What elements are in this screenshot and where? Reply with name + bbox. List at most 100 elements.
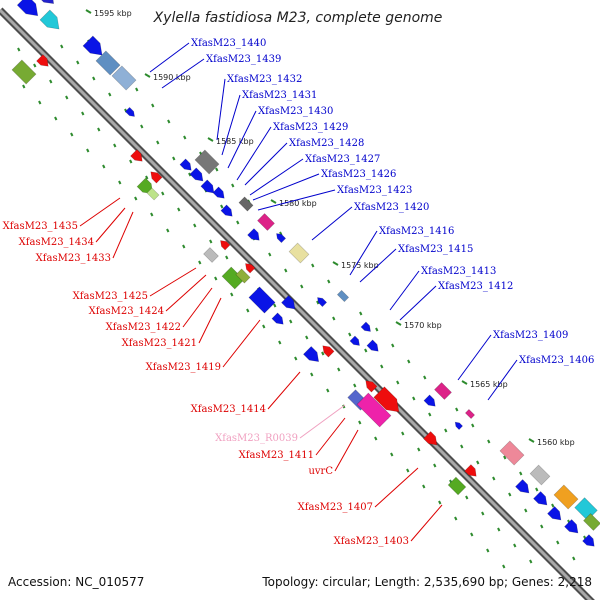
gene-arrow-shape: [281, 295, 296, 310]
gene-label: XfasM23_1423: [337, 185, 412, 196]
tick-mark: [337, 367, 341, 372]
tick-mark: [460, 444, 464, 449]
gene-label: XfasM23_1403: [334, 536, 409, 547]
gene-arrow-shape: [271, 312, 284, 325]
gene-arrow-shape: [288, 242, 310, 264]
tick-mark: [236, 220, 240, 225]
gene-label: XfasM23_1426: [321, 169, 396, 180]
tick-mark: [86, 148, 90, 153]
gene-arrow-shape: [16, 0, 39, 17]
gene-arrow: [373, 386, 400, 413]
tick-mark: [246, 308, 250, 313]
gene-arrow: [200, 179, 215, 194]
tick-mark: [508, 492, 512, 497]
leader-line: [457, 334, 492, 381]
tick-mark: [76, 60, 80, 65]
tick-mark: [129, 159, 133, 164]
gene-arrow: [366, 339, 379, 352]
tick-mark: [268, 252, 272, 257]
gene-arrow: [464, 464, 477, 477]
gene-label: XfasM23_1428: [289, 138, 364, 149]
gene-arrow: [515, 479, 530, 494]
leader-line: [299, 404, 346, 439]
tick-mark: [556, 540, 560, 545]
gene-arrow-shape: [124, 106, 135, 117]
gene-arrow: [124, 106, 135, 117]
gene-arrow: [36, 54, 49, 67]
scale-tick: [207, 137, 214, 142]
tick-mark: [182, 244, 186, 249]
tick-mark: [161, 191, 165, 196]
gene-arrow: [82, 35, 103, 56]
tick-mark: [225, 255, 229, 260]
tick-mark: [326, 388, 330, 393]
gene-arrow: [499, 440, 525, 466]
tick-mark: [358, 420, 362, 425]
gene-arrow-shape: [423, 394, 436, 407]
gene-arrow: [238, 196, 254, 212]
tick-mark: [108, 92, 112, 97]
tick-mark: [503, 455, 507, 460]
scale-tick: [528, 438, 535, 443]
tick-mark: [438, 500, 442, 505]
gene-arrow-shape: [276, 233, 287, 244]
gene-arrow: [130, 149, 143, 162]
tick-mark: [284, 268, 288, 273]
leader-line: [236, 126, 272, 181]
gene-arrow-shape: [515, 479, 530, 494]
scale-label: 1580 kbp: [279, 199, 317, 208]
leader-line: [374, 467, 419, 508]
tick-mark: [417, 447, 421, 452]
tick-mark: [300, 284, 304, 289]
leader-line: [149, 267, 197, 297]
scale-tick: [332, 261, 339, 266]
tick-mark: [454, 516, 458, 521]
gene-arrow-shape: [464, 464, 477, 477]
tick-mark: [470, 532, 474, 537]
gene-arrow-shape: [37, 0, 55, 5]
gene-arrow: [322, 345, 335, 358]
tick-mark: [151, 103, 155, 108]
gene-arrow: [220, 204, 233, 217]
tick-mark: [353, 383, 357, 388]
tick-mark: [428, 412, 432, 417]
gene-arrow-shape: [130, 149, 143, 162]
scale-label: 1585 kbp: [216, 137, 254, 146]
tick-mark: [433, 463, 437, 468]
gene-arrow-shape: [146, 187, 160, 201]
tick-mark: [380, 364, 384, 369]
tick-mark: [150, 212, 154, 217]
gene-label: XfasM23_R0039: [215, 433, 298, 444]
gene-arrow: [248, 286, 276, 314]
tick-mark: [551, 503, 555, 508]
tick-mark: [273, 303, 277, 308]
leader-line: [227, 110, 257, 169]
gene-arrow: [553, 484, 579, 510]
tick-mark: [38, 100, 42, 105]
gene-arrow: [547, 506, 562, 521]
gene-label: XfasM23_1425: [73, 291, 148, 302]
gene-arrow: [203, 247, 219, 263]
leader-line: [79, 197, 121, 227]
gene-label: XfasM23_1430: [258, 106, 333, 117]
tick-mark: [572, 556, 576, 561]
gene-arrow-shape: [150, 171, 163, 184]
gene-label: XfasM23_1434: [19, 237, 94, 248]
scale-tick: [461, 380, 468, 385]
gene-arrow: [365, 380, 378, 393]
tick-mark: [92, 76, 96, 81]
tick-mark: [540, 524, 544, 529]
gene-label: XfasM23_1409: [493, 330, 568, 341]
tick-mark: [278, 340, 282, 345]
gene-label: XfasM23_1435: [3, 221, 78, 232]
gene-arrow: [336, 289, 350, 303]
tick-mark: [193, 223, 197, 228]
leader-line: [165, 274, 207, 312]
gene-arrow: [464, 408, 476, 420]
gene-arrow: [349, 335, 360, 346]
gene-label: XfasM23_1419: [146, 362, 221, 373]
tick-mark: [401, 431, 405, 436]
gene-arrow: [194, 149, 220, 175]
genome-summary-text: Topology: circular; Length: 2,535,690 bp…: [261, 575, 592, 589]
